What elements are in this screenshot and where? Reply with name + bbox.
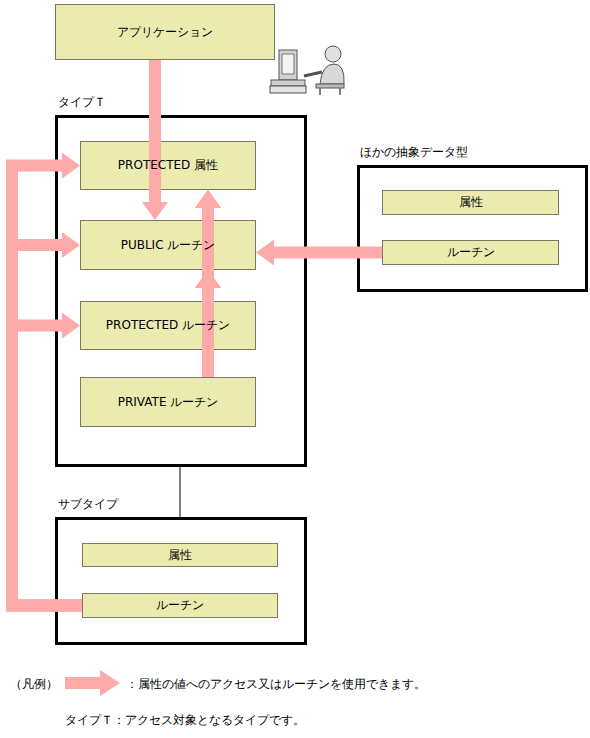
access-arrow bbox=[12, 313, 82, 606]
access-arrow bbox=[195, 190, 221, 220]
access-arrow bbox=[12, 153, 82, 606]
routine-box: ルーチン bbox=[82, 593, 278, 618]
user-at-computer bbox=[270, 46, 344, 95]
box-label: PUBLIC ルーチン bbox=[121, 237, 216, 254]
box-label: ルーチン bbox=[156, 597, 204, 614]
box-label: PRIVATE ルーチン bbox=[118, 394, 219, 411]
note-text: （凡例） bbox=[10, 676, 58, 693]
adt-container: ほかの抽象データ型属性ルーチン bbox=[357, 165, 588, 292]
access-arrow bbox=[142, 60, 168, 220]
routine-box: PUBLIC ルーチン bbox=[80, 220, 256, 270]
attribute-box: PROTECTED 属性 bbox=[80, 141, 256, 190]
type-container: タイプＴPROTECTED 属性PUBLIC ルーチンPROTECTED ルーチ… bbox=[55, 115, 307, 467]
box-label: PROTECTED 属性 bbox=[118, 157, 218, 174]
subtype-container: サブタイプ属性ルーチン bbox=[55, 517, 307, 645]
box-label: 属性 bbox=[168, 547, 192, 564]
box-label: ルーチン bbox=[447, 244, 495, 261]
group-heading: ほかの抽象データ型 bbox=[360, 144, 585, 161]
link-line bbox=[180, 467, 181, 517]
legend-text: ：属性の値へのアクセス又はルーチンを使用できます。 bbox=[126, 676, 426, 693]
group-heading: タイプＴ bbox=[58, 94, 304, 111]
routine-box: PRIVATE ルーチン bbox=[80, 377, 256, 427]
attribute-box: 属性 bbox=[382, 190, 559, 215]
box-label: PROTECTED ルーチン bbox=[106, 317, 230, 334]
routine-box: PROTECTED ルーチン bbox=[80, 301, 256, 350]
group-heading: サブタイプ bbox=[58, 496, 304, 513]
access-arrow bbox=[256, 240, 382, 266]
application-box: アプリケーション bbox=[55, 4, 275, 60]
note-text: タイプＴ：アクセス対象となるタイプです。 bbox=[65, 712, 305, 729]
routine-box: ルーチン bbox=[382, 240, 559, 265]
legend-arrow-sample bbox=[65, 670, 120, 696]
access-arrow bbox=[195, 270, 221, 301]
box-label: アプリケーション bbox=[117, 24, 213, 41]
box-label: 属性 bbox=[459, 194, 483, 211]
attribute-box: 属性 bbox=[82, 543, 278, 567]
access-arrow bbox=[12, 232, 82, 606]
